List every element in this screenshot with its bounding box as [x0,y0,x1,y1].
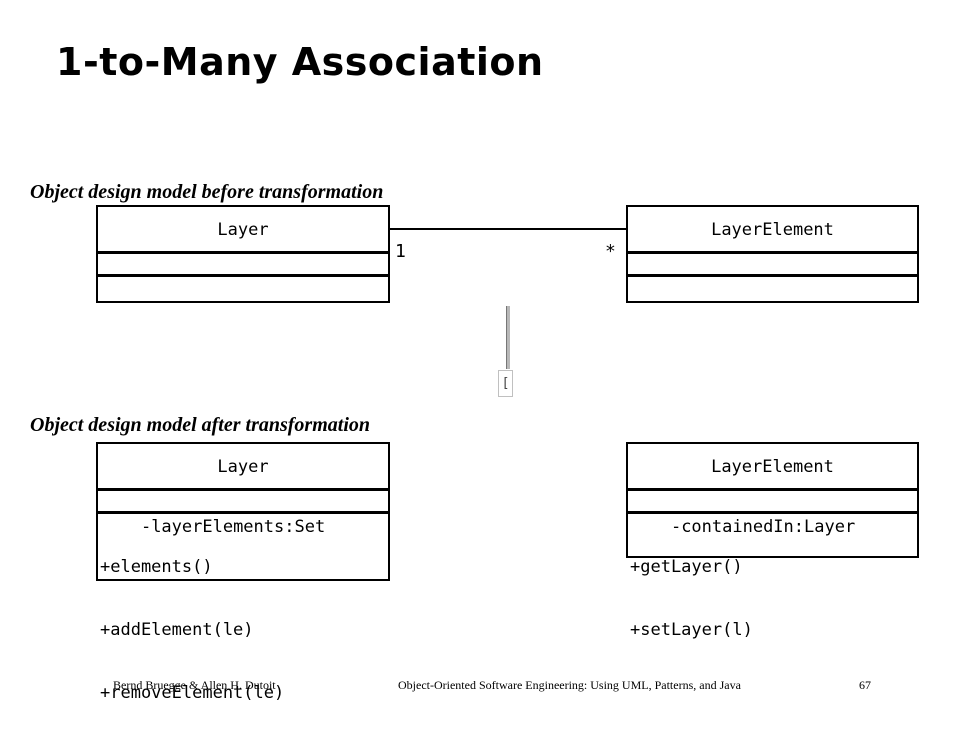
attribute: -layerElements:Set [140,517,326,537]
class-attributes: -layerElements:Set [98,491,388,537]
class-attributes: -containedIn:Layer [628,491,917,537]
class-operations: +getLayer() +setLayer(l) [628,514,917,683]
class-operations [98,277,388,278]
layer-element-class-after: LayerElement -containedIn:Layer +getLaye… [626,442,919,640]
operation: +getLayer() [630,557,743,577]
attribute: -containedIn:Layer [670,517,856,537]
layer-class-after: Layer -layerElements:Set +elements() +ad… [96,442,390,703]
class-name: LayerElement [628,444,917,491]
class-name: Layer [98,207,388,254]
layer-element-class-before: LayerElement [626,205,919,303]
footer-book-title: Object-Oriented Software Engineering: Us… [398,678,741,692]
association-line [390,228,626,230]
multiplicity-many: * [605,241,616,262]
operation: +addElement(le) [100,620,254,640]
class-attributes [628,254,917,277]
transformation-arrow-icon: [ [498,370,513,397]
class-attributes [98,254,388,277]
class-operations: +elements() +addElement(le) +removeEleme… [98,514,388,746]
class-name: Layer [98,444,388,491]
multiplicity-one: 1 [395,241,406,262]
after-caption: Object design model after transformation [30,414,370,436]
operation: +setLayer(l) [630,620,753,640]
transformation-arrow [506,306,510,369]
before-caption: Object design model before transformatio… [30,181,384,203]
layer-class-before: Layer [96,205,390,303]
class-name: LayerElement [628,207,917,254]
footer-authors: Bernd Bruegge & Allen H. Dutoit [113,678,276,692]
slide-title: 1-to-Many Association [56,40,544,84]
operation: +removeElement(le) [100,683,285,703]
operation: +elements() [100,557,213,577]
footer-page-number: 67 [859,678,871,692]
class-operations [628,277,917,278]
